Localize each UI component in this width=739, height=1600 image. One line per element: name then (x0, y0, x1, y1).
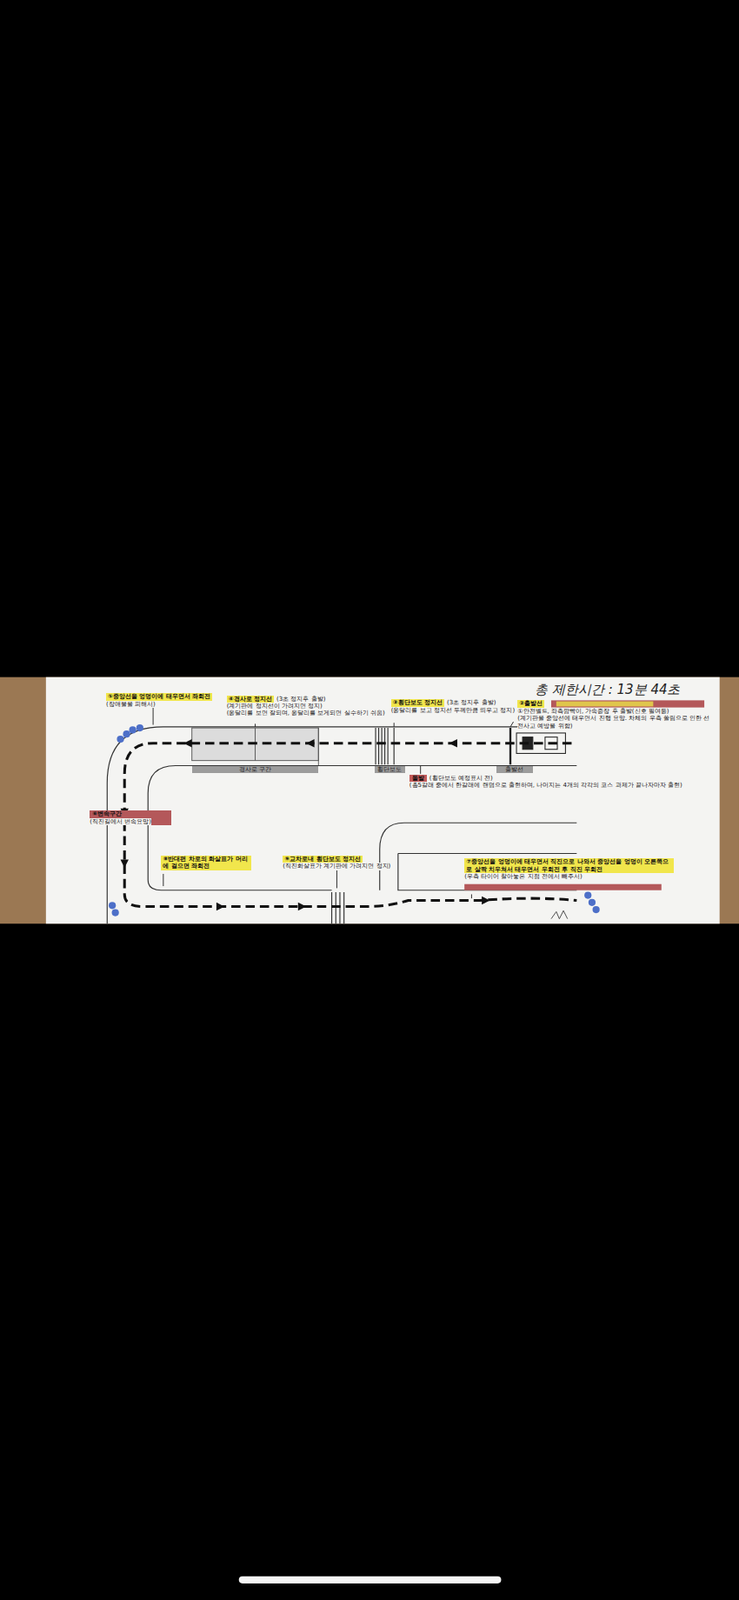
callout-note: ③횡단보도 정지선(3초 정지후 출발)(옹달리를 보고 정지선 두께만큼 띄우… (391, 699, 516, 714)
road-edge (106, 726, 577, 925)
callout-note: 돌발(횡단보도 예정표시 전)(총5갈래 중에서 한갈래에 랜덤으로 출현하며,… (409, 774, 706, 790)
callout-note: ⑨교차로내 횡단보도 정지선(직진화살표가 계기판에 가려지면 정지) (282, 855, 411, 871)
callout-heading: 경사로 구간 (192, 765, 320, 773)
callout-text: (횡단보도 예정표시 전) (429, 774, 493, 782)
route-arrow (124, 743, 577, 907)
callout-text: (계기판을 중앙선에 태우면서 진행 요망. 차체의 우측 쏠림으로 인한 선전… (517, 714, 712, 730)
section-band: 횡단보도 (374, 765, 406, 773)
callout-note: ④경사로 정지선(3초 정지후 출발)(계기판에 정지선이 가려지면 정지)(옹… (226, 695, 391, 718)
crosswalk (332, 727, 395, 924)
callout-text: (3초 정지후 출발) (446, 699, 496, 706)
callout-heading: ⑤중앙선을 엉덩이에 태우면서 좌회전 (106, 692, 213, 700)
poster (46, 676, 720, 924)
callout-text: (3초 정지후 출발) (276, 695, 326, 703)
start-line (509, 727, 512, 765)
yellow-overlay (556, 701, 654, 707)
callout-heading: ⑦중앙선을 엉덩이에 태우면서 직진으로 나와서 중앙선을 엉덩이 오른쪽으로 … (464, 858, 674, 873)
route-arrowhead (120, 739, 491, 911)
callout-text: ①안전벨트, 좌측깜빡이, 가속증장 후 출발(신호 필여등) (517, 707, 669, 715)
callout-text: (계기판에 정지선이 가려지면 정지) (226, 702, 323, 710)
callout-text: (옹달리를 보면 잘되며, 옹달리를 보게되면 실수하기 쉬움) (226, 709, 386, 717)
callout-heading: 출발선 (496, 765, 533, 773)
callout-heading: ④경사로 정지선 (226, 695, 274, 703)
poster-title: 총 제한시간 : 13분 44초 (534, 681, 680, 699)
slope-divider (318, 727, 320, 766)
callout-text: (총5갈래 중에서 한갈래에 랜덤으로 출현하며, 나머지는 4개의 각각의 코… (409, 781, 683, 789)
callout-heading: ⑧반대편 차로의 화살표가 머리에 걸으면 좌회전 (160, 855, 251, 871)
callout-heading: ⑥변속구간 (89, 810, 125, 818)
callout-text: (직진길에서 변속요망) (89, 818, 152, 826)
road-edge (398, 852, 577, 854)
callout-heading: 횡단보도 (374, 765, 406, 773)
callout-heading: ③횡단보도 정지선 (391, 699, 445, 706)
red-band (464, 884, 662, 891)
section-band: 출발선 (496, 765, 533, 773)
callout-note: ⑧반대편 차로의 화살표가 머리에 걸으면 좌회전 (160, 855, 251, 871)
callout-text: (우측 타이어 찰아놓은 지점 전에서 빼주서) (464, 872, 583, 880)
callout-note: ⑤중앙선을 엉덩이에 태우면서 좌회전(장애물을 피해서) (106, 692, 229, 708)
home-indicator (239, 1576, 502, 1584)
red-header-bar (551, 699, 705, 707)
leader-line (153, 705, 513, 899)
callout-note: ②출발선①안전벨트, 좌측깜빡이, 가속증장 후 출발(신호 필여등)(계기판을… (517, 699, 712, 730)
callout-note: ⑦중앙선을 엉덩이에 태우면서 직진으로 나와서 중앙선을 엉덩이 오른쪽으로 … (464, 858, 674, 880)
callout-heading: ⑨교차로내 횡단보도 정지선 (282, 855, 363, 863)
callout-heading: ②출발선 (517, 699, 545, 707)
callout-text: (장애물을 피해서) (106, 700, 156, 708)
starburst (551, 910, 568, 919)
callout-heading: 돌발 (409, 774, 427, 782)
section-band: 경사로 구간 (192, 765, 320, 773)
callout-text: (옹달리를 보고 정지선 두께만큼 띄우고 정지) (391, 706, 516, 714)
cardboard (0, 676, 739, 924)
callout-note: ⑥변속구간(직진길에서 변속요망) (89, 810, 172, 826)
callout-text: (직진화살표가 계기판에 가려지면 정지) (282, 862, 391, 870)
